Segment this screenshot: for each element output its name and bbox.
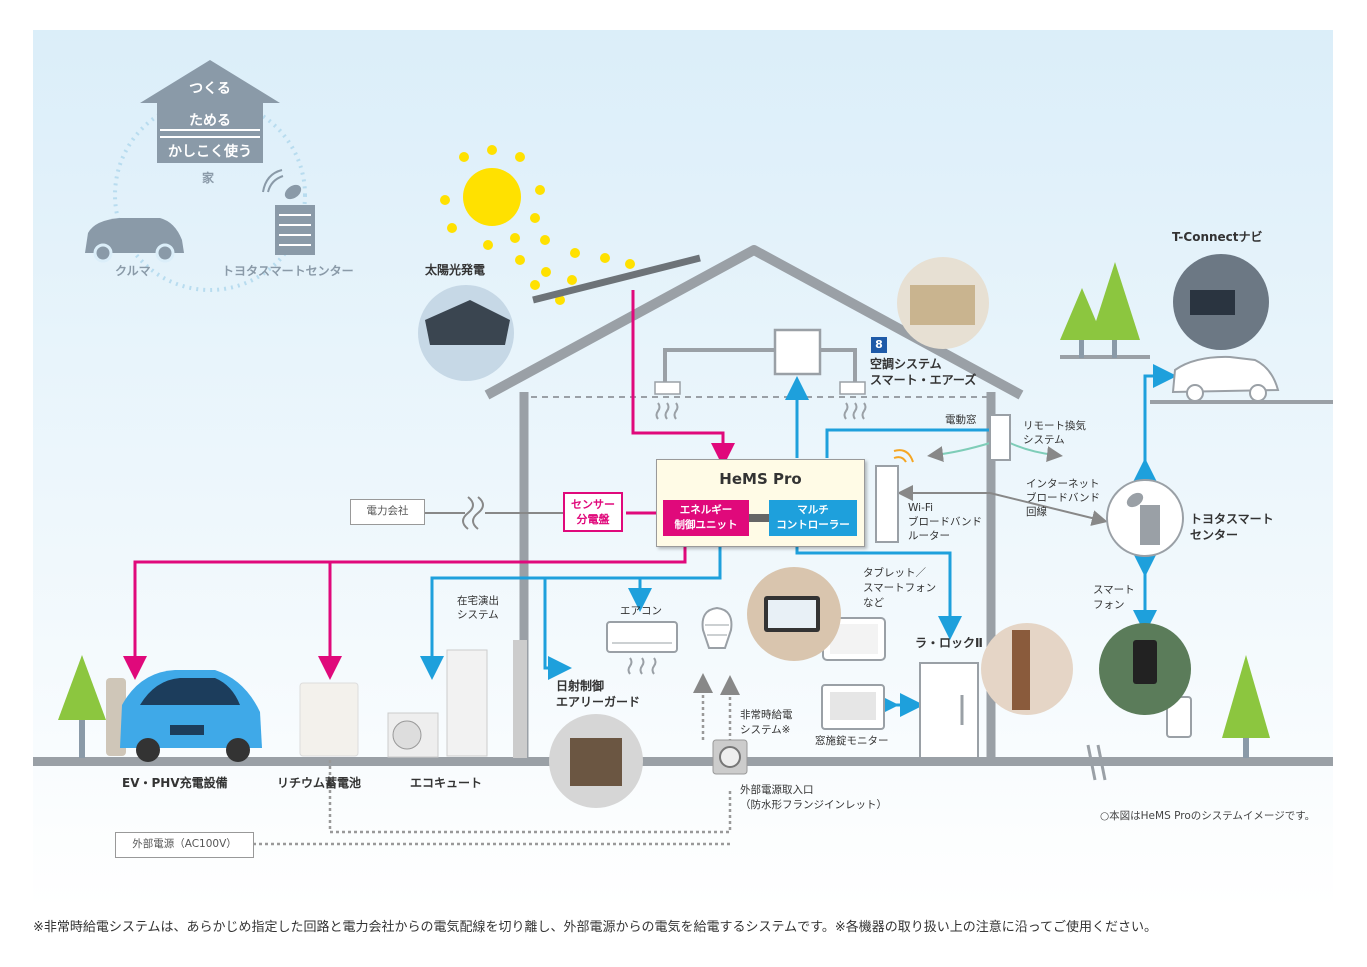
smartphone-label: スマート — [1093, 584, 1135, 596]
concept-car-icon — [85, 218, 184, 253]
aircon-duct — [654, 328, 866, 395]
emergency-lines — [253, 673, 740, 846]
energy-unit-label-2: 制御ユニット — [674, 519, 738, 531]
multi-controller-label: マルチ — [797, 504, 829, 516]
toyota-center-label: トヨタスマート — [1190, 512, 1274, 526]
emergency-label: 非常時給電 — [740, 709, 793, 721]
lamp-icon — [701, 606, 733, 649]
solar-label: 太陽光発電 — [425, 263, 486, 277]
sensor-panel-box: センサー 分電盤 — [563, 492, 623, 532]
inlet-label: 外部電源取入口 — [740, 784, 814, 796]
presence-label: 在宅演出 — [457, 595, 499, 607]
lalock-label: ラ・ロックⅡ — [915, 636, 983, 650]
window-monitor-label: 窓施錠モニター — [815, 735, 889, 747]
remote-vent-label-2: システム — [1023, 434, 1065, 446]
battery-label: リチウム蓄電池 — [277, 776, 362, 790]
emergency-label-2: システム※ — [740, 724, 791, 736]
aircon-badge: 8 — [871, 337, 887, 353]
shade-label: 日射制御 — [556, 679, 605, 693]
wifi-label-2: ブロードバンド — [908, 516, 983, 528]
wifi-router-icon — [875, 449, 914, 543]
aircon-label: エアコン — [620, 605, 662, 617]
aircon-system-label-2: スマート・エアーズ — [870, 373, 977, 387]
concept-house-label: 家 — [202, 171, 215, 185]
concept-center-label: トヨタスマートセンター — [222, 264, 354, 278]
sensor-label: センサー — [571, 498, 615, 511]
tconnect-label: T-Connectナビ — [1172, 230, 1263, 244]
concept-line-use: かしこく使う — [168, 144, 252, 160]
tablet-label-2: スマートフォン — [863, 582, 937, 594]
tree-icon — [58, 262, 1270, 758]
internet-label: インターネット — [1026, 478, 1100, 490]
presence-label-2: システム — [457, 609, 499, 621]
multi-controller: マルチ コントローラー — [769, 500, 857, 536]
battery-image — [299, 682, 359, 757]
external-power-box: 外部電源（AC100V） — [115, 832, 254, 858]
aircon-system-label: 空調システム — [870, 357, 942, 371]
wifi-label-3: ルーター — [908, 530, 950, 542]
diagram-caption: ○本図はHeMS Proのシステムイメージです。 — [1100, 810, 1316, 822]
aircon-unit-icon — [606, 621, 678, 653]
ecocute-image — [387, 649, 488, 758]
inlet-label-2: （防水形フランジインレット） — [740, 799, 887, 811]
vent-pipe — [513, 640, 527, 758]
control-lines — [420, 364, 1177, 717]
internet-label-3: 回線 — [1026, 506, 1047, 518]
toyota-center-label-2: センター — [1190, 528, 1239, 542]
ev-label: EV・PHV充電設備 — [122, 776, 228, 790]
solar-panel-roof — [532, 254, 701, 304]
concept-center-icon — [262, 169, 315, 255]
tablet-label: タブレット／ — [863, 567, 926, 579]
wifi-label: Wi-Fi — [908, 502, 934, 514]
sun-icon — [440, 145, 635, 305]
ecocute-label: エコキュート — [410, 776, 483, 790]
ev-car-image — [106, 670, 262, 762]
footnote: ※非常時給電システムは、あらかじめ指定した回路と電力会社からの電気配線を切り離し… — [33, 920, 1158, 935]
airflow-icon — [627, 402, 867, 675]
energy-unit-label: エネルギー — [679, 504, 733, 516]
internet-label-2: ブロードバンド — [1026, 492, 1101, 504]
ground-line — [33, 757, 1333, 766]
hems-pro-controller: HeMS Pro エネルギー 制御ユニット マルチ コントローラー — [656, 459, 865, 547]
utility-lines — [425, 442, 1108, 781]
energy-control-unit: エネルギー 制御ユニット — [663, 500, 749, 536]
remote-vent-label: リモート換気 — [1023, 420, 1086, 432]
smart-car-icon — [1171, 355, 1280, 402]
concept-line-store: ためる — [189, 113, 231, 129]
tablet-label-3: など — [863, 597, 884, 609]
concept-cycle — [113, 98, 307, 292]
electric-window-label: 電動窓 — [945, 414, 977, 426]
sensor-label-2: 分電盤 — [576, 513, 610, 526]
inlet-icon — [712, 739, 748, 775]
multi-controller-label-2: コントローラー — [776, 519, 850, 531]
window-monitor-icon — [821, 684, 885, 730]
unit-connector — [749, 514, 769, 522]
lalock-door-icon — [919, 662, 979, 759]
hems-title: HeMS Pro — [719, 470, 802, 488]
smartphone-label-2: フォン — [1093, 599, 1125, 611]
concept-line-make: つくる — [189, 81, 231, 97]
shade-label-2: エアリーガード — [556, 695, 641, 709]
electric-window-icon — [989, 414, 1011, 461]
concept-car-label: クルマ — [115, 264, 151, 278]
power-company-box: 電力会社 — [350, 499, 425, 525]
